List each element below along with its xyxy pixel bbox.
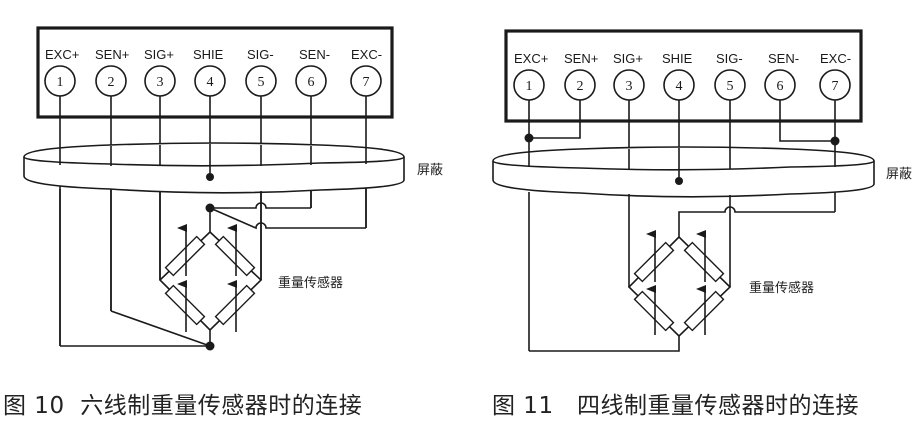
terminal-7	[350, 65, 382, 97]
terminal-label-sen-minus: SEN-	[768, 51, 799, 66]
terminal-5	[714, 69, 746, 101]
terminal-block	[504, 29, 863, 123]
terminal-number: 6	[308, 75, 315, 90]
terminal-4	[194, 65, 226, 97]
terminal-label-exc-plus: EXC+	[45, 47, 79, 62]
terminal-label-sig-plus: SIG+	[613, 51, 643, 66]
terminal-number: 2	[577, 79, 584, 94]
terminal-label-sen-plus: SEN+	[564, 51, 598, 66]
terminal-label-sig-minus: SIG-	[716, 51, 743, 66]
terminal-number: 4	[207, 75, 214, 90]
terminal-label-exc-plus: EXC+	[514, 51, 548, 66]
bridge-bottom-junction-dot	[205, 341, 215, 351]
figure-11-four-wire: EXC+ SEN+ SIG+ SHIE SIG- SEN- EXC- 1 2 3…	[492, 29, 912, 352]
terminal-label-sen-minus: SEN-	[299, 47, 330, 62]
figure-11-caption: 图 11 四线制重量传感器时的连接	[492, 393, 860, 419]
terminal-number: 4	[676, 79, 683, 94]
terminal-number: 6	[777, 79, 784, 94]
figure-10-caption: 图 10 六线制重量传感器时的连接	[3, 393, 363, 419]
terminal-3	[144, 65, 176, 97]
terminal-label-sen-plus: SEN+	[95, 47, 129, 62]
terminal-label-shield: SHIE	[662, 51, 693, 66]
figure-10-six-wire: EXC+ SEN+ SIG+ SHIE SIG- SEN- EXC- 1 2 3…	[23, 26, 443, 351]
terminal-2	[564, 69, 596, 101]
terminal-number: 1	[526, 79, 533, 94]
terminal-number: 5	[727, 79, 734, 94]
terminal-7	[819, 69, 851, 101]
terminal-block	[36, 26, 394, 119]
load-cell-bridge	[627, 230, 732, 338]
terminal-label-shield: SHIE	[193, 47, 224, 62]
terminal-6	[295, 65, 327, 97]
shield-cable	[23, 142, 405, 346]
terminal-3	[613, 69, 645, 101]
terminal-number: 1	[57, 75, 64, 90]
terminal-4	[663, 69, 695, 101]
terminal-number: 7	[832, 79, 839, 94]
terminal-1	[44, 65, 76, 97]
shield-label: 屏蔽	[886, 167, 912, 182]
sensor-label: 重量传感器	[278, 275, 343, 291]
terminal-number: 3	[626, 79, 633, 94]
junction-dot	[524, 133, 534, 143]
shield-junction-dot	[206, 173, 214, 181]
sensor-label: 重量传感器	[749, 280, 814, 296]
junction-dot	[830, 136, 840, 146]
shield-cable	[492, 146, 875, 351]
terminal-1	[513, 69, 545, 101]
terminal-6	[764, 69, 796, 101]
terminal-5	[245, 65, 277, 97]
terminal-number: 7	[363, 75, 370, 90]
terminal-label-exc-minus: EXC-	[820, 51, 851, 66]
terminal-number: 3	[157, 75, 164, 90]
load-cell-bridge	[158, 224, 263, 332]
shield-junction-dot	[675, 177, 683, 185]
terminal-number: 5	[258, 75, 265, 90]
terminal-number: 2	[108, 75, 115, 90]
terminal-label-sig-minus: SIG-	[247, 47, 274, 62]
terminal-label-sig-plus: SIG+	[144, 47, 174, 62]
terminal-2	[95, 65, 127, 97]
terminal-label-exc-minus: EXC-	[351, 47, 382, 62]
shield-label: 屏蔽	[417, 163, 443, 178]
